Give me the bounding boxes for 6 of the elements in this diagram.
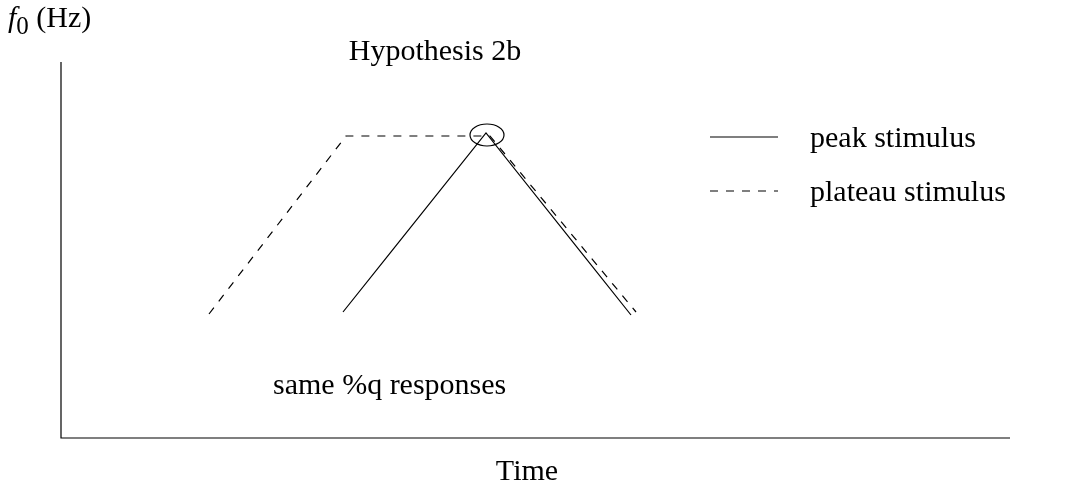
axis-or-note-label: Time [495, 455, 559, 485]
chart-title: Hypothesis 2b [348, 35, 522, 65]
legend-label: plateau stimulus [810, 176, 1006, 206]
axis-or-note-label: same %q responses [273, 369, 507, 399]
axis-or-note-label: f$_{0}$ (Hz) [8, 2, 92, 38]
legend-label: peak stimulus [810, 122, 976, 152]
